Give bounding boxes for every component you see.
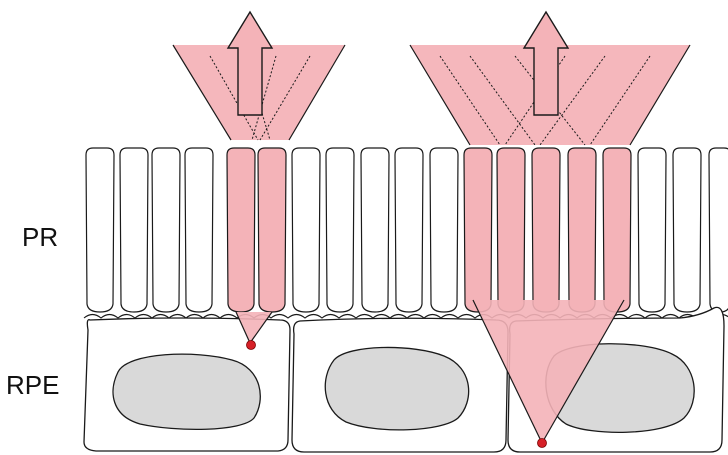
photoreceptor-lit [497,148,525,312]
light-source-dot [538,439,547,448]
photoreceptor [120,148,148,312]
photoreceptor-lit [258,148,286,312]
rpe-nucleus [325,347,468,429]
photoreceptor-layer [84,148,728,318]
light-source-dot [247,341,256,350]
photoreceptor [292,148,320,312]
rpe-nucleus [113,354,260,429]
photoreceptor-lit [532,148,560,312]
photoreceptor [185,148,213,312]
photoreceptor [709,148,728,312]
photoreceptor [430,148,458,312]
photoreceptor-lit [603,148,631,312]
photoreceptor [395,148,423,312]
photoreceptor [152,148,180,312]
pr-label: PR [22,222,58,252]
photoreceptor [326,148,354,312]
photoreceptor [638,148,666,312]
photoreceptor [86,148,114,312]
rpe-layer [84,307,724,452]
photoreceptor [673,148,701,312]
photoreceptor-lit [464,148,492,312]
rpe-label: RPE [6,370,59,400]
photoreceptor [361,148,389,312]
photoreceptor-lit [227,148,255,312]
photoreceptor-lit [568,148,596,312]
